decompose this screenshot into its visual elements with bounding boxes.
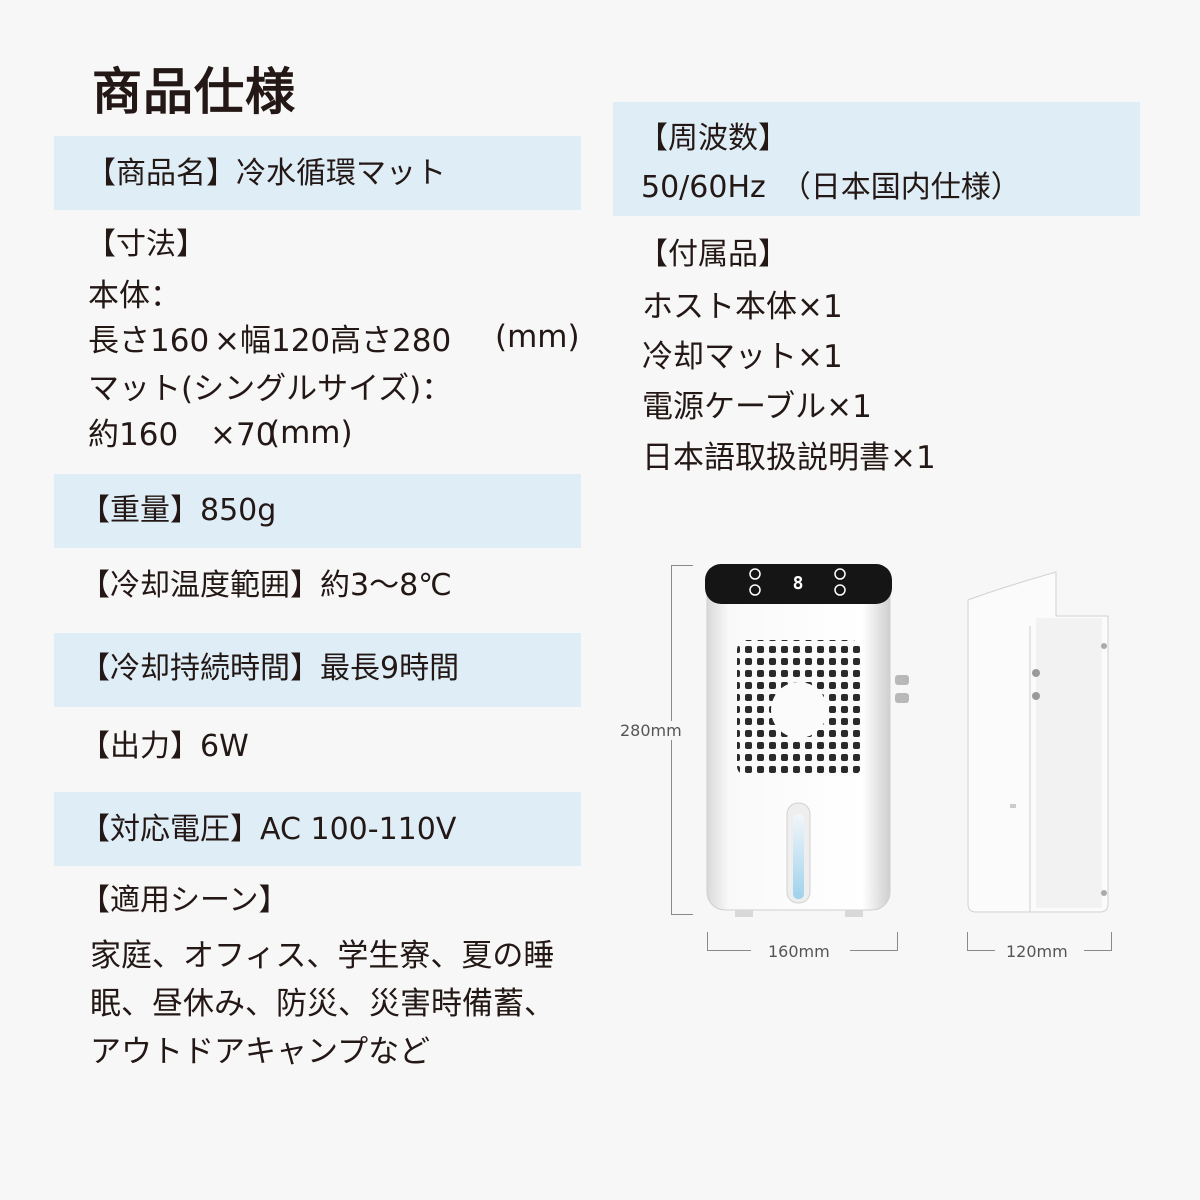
weight-text: 【重量】850g xyxy=(80,493,277,528)
width-label: 160mm xyxy=(768,942,830,961)
display-digit: 8 xyxy=(793,573,804,594)
size-body-label: 本体： xyxy=(88,278,181,314)
power-text: 【出力】6W xyxy=(80,729,249,764)
accessory-4: 日本語取扱説明書×1 xyxy=(642,440,936,476)
scene-line-3: アウトドアキャンプなど xyxy=(90,1034,431,1070)
product-name: 【商品名】冷水循環マット xyxy=(86,156,446,191)
size-body-width: ×幅120 xyxy=(214,323,331,359)
size-body-length: 長さ160 xyxy=(88,323,210,359)
depth-dimension-line-right xyxy=(1084,950,1112,951)
depth-label: 120mm xyxy=(1006,942,1068,961)
size-body-unit: (mm) xyxy=(495,319,580,355)
name-band xyxy=(54,136,581,210)
weight-band xyxy=(54,474,581,548)
height-dimension-line xyxy=(671,565,672,915)
device-front-image: 8 xyxy=(705,564,909,917)
duration-band xyxy=(54,633,581,707)
page-title: 商品仕様 xyxy=(92,63,296,121)
size-mat-value: 約160 xyxy=(88,417,179,453)
voltage-band xyxy=(54,792,581,866)
depth-dimension-tick-right xyxy=(1111,932,1112,951)
width-dimension-tick-right xyxy=(897,932,898,951)
width-dimension-line-right xyxy=(850,950,898,951)
height-label: 280mm xyxy=(620,721,682,740)
frequency-band xyxy=(613,102,1140,216)
width-dimension-line-left xyxy=(707,950,751,951)
frequency-value: 50/60Hz （日本国内仕様） xyxy=(641,170,1021,205)
accessories-heading: 【付属品】 xyxy=(638,237,788,272)
size-mat-times: ×70 xyxy=(210,417,276,453)
height-dimension-tick-top xyxy=(671,565,693,566)
voltage-text: 【対応電圧】AC 100-110V xyxy=(80,812,457,847)
frequency-heading: 【周波数】 xyxy=(638,121,788,156)
device-side-image xyxy=(967,571,1109,913)
width-dimension-tick-left xyxy=(707,932,708,951)
size-mat-unit: (mm) xyxy=(268,415,353,451)
depth-dimension-tick-left xyxy=(967,932,968,951)
scene-heading: 【適用シーン】 xyxy=(80,883,289,918)
accessory-3: 電源ケーブル×1 xyxy=(642,389,872,425)
accessory-2: 冷却マット×1 xyxy=(642,339,843,375)
accessory-1: ホスト本体×1 xyxy=(642,289,843,325)
depth-dimension-line-left xyxy=(967,950,995,951)
size-mat-label: マット(シングルサイズ)： xyxy=(88,371,453,407)
duration-text: 【冷却持続時間】最長9時間 xyxy=(80,651,460,686)
size-heading: 【寸法】 xyxy=(86,227,206,262)
temperature-text: 【冷却温度範囲】約3～8℃ xyxy=(80,568,452,603)
height-dimension-tick-bottom xyxy=(671,914,693,915)
scene-line-1: 家庭、オフィス、学生寮、夏の睡 xyxy=(90,938,555,974)
size-body-height: 高さ280 xyxy=(330,323,452,359)
scene-line-2: 眠、昼休み、防災、災害時備蓄、 xyxy=(90,986,555,1022)
